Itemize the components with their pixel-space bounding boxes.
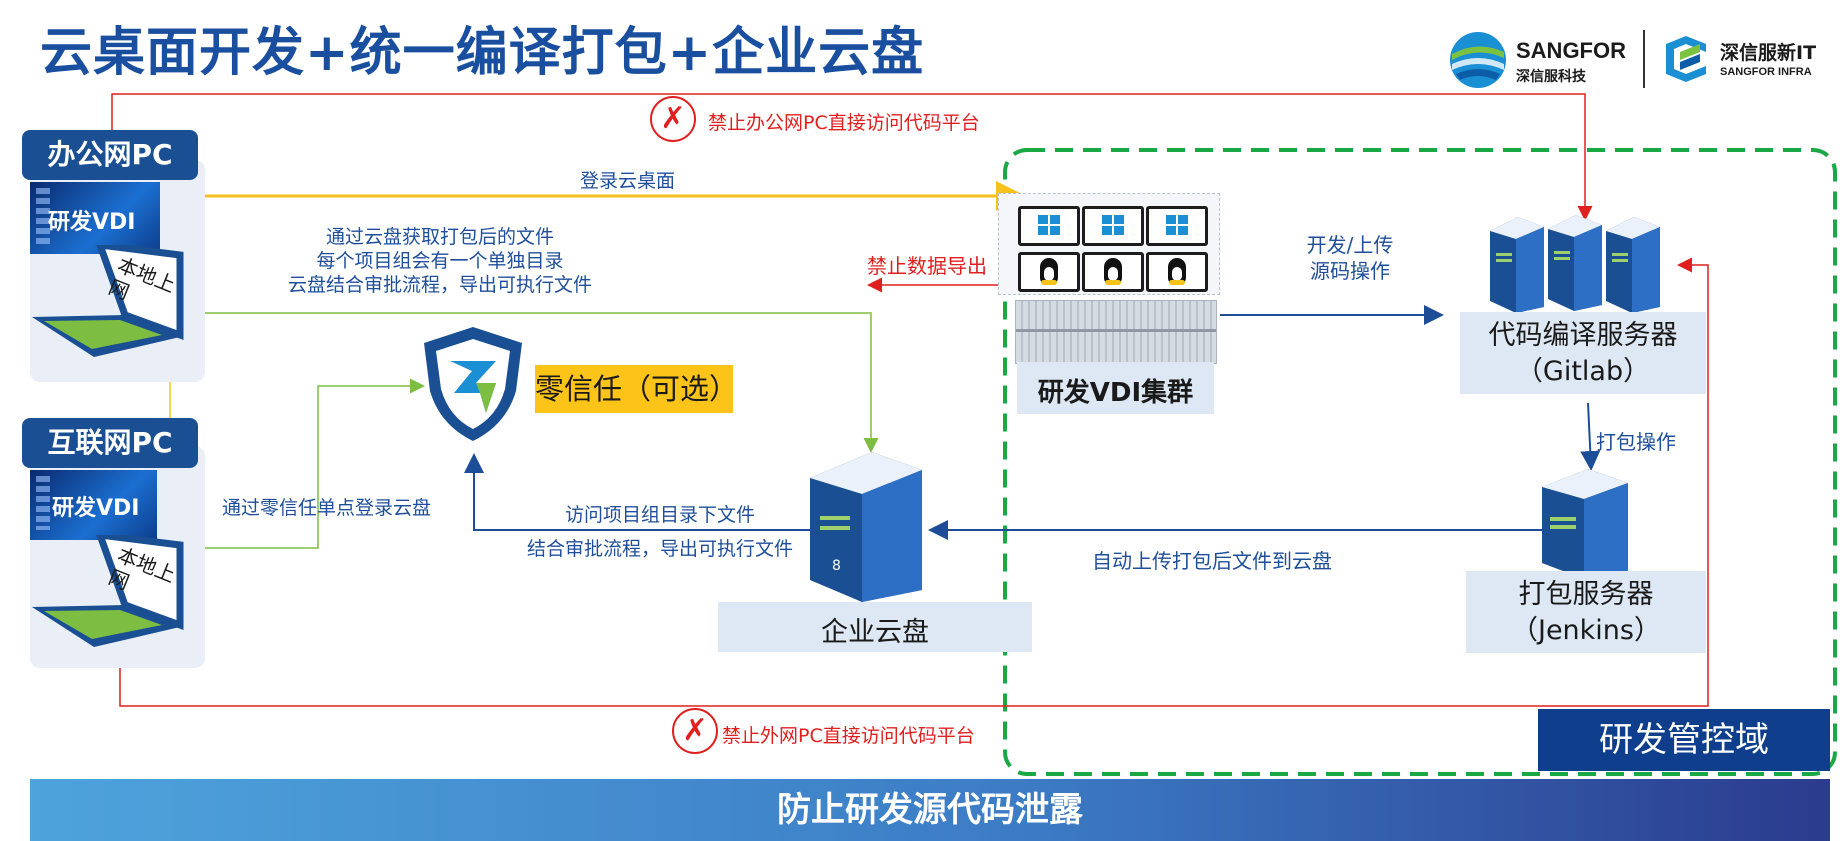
- cloud-get-line: [205, 312, 879, 453]
- internet-laptop-icon: [32, 535, 184, 647]
- internet-vdi-label: 研发VDI: [52, 496, 140, 521]
- vdi-taskbar-icons: [36, 476, 50, 530]
- windows-monitor-icon: [1018, 206, 1080, 246]
- linux-monitor-icon: [1018, 252, 1080, 292]
- internet-pc-label: 互联网PC: [22, 418, 198, 468]
- packaging-server-name: 打包服务器: [1518, 579, 1654, 610]
- infra-brand: 深信服新IT: [1720, 42, 1817, 64]
- access-dir-text: 访问项目组目录下文件 结合审批流程，导出可执行文件: [510, 498, 810, 566]
- code-server-name: 代码编译服务器: [1488, 320, 1678, 351]
- deny-internet-line: [119, 257, 1709, 707]
- login-desktop-text: 登录云桌面: [580, 170, 676, 192]
- zero-trust-label: 零信任（可选）: [535, 365, 738, 413]
- vdi-taskbar-icons: [36, 188, 50, 244]
- deny-internet-text: 禁止外网PC直接访问代码平台: [722, 725, 975, 747]
- package-op-text: 打包操作: [1596, 430, 1676, 454]
- svg-text:8: 8: [832, 558, 841, 574]
- cloud-get-text: 通过云盘获取打包后的文件 每个项目组会有一个单独目录 云盘结合审批流程，导出可执…: [230, 225, 650, 297]
- packaging-server-label: 打包服务器 （Jenkins）: [1466, 577, 1706, 649]
- access-dir-line-1: 访问项目组目录下文件: [564, 504, 755, 526]
- sangfor-logo: SANGFOR 深信服科技: [1448, 30, 1643, 90]
- page-title: 云桌面开发+统一编译打包+企业云盘: [40, 23, 925, 83]
- zero-trust-shield-icon: [424, 327, 522, 441]
- deny-internet-icon: ✗: [672, 708, 718, 754]
- access-dir-line: [464, 453, 810, 531]
- windows-monitor-icon: [1082, 206, 1144, 246]
- linux-monitor-icon: [1082, 252, 1144, 292]
- no-export-text: 禁止数据导出: [867, 254, 987, 278]
- linux-monitor-icon: [1146, 252, 1208, 292]
- deny-office-line: [111, 93, 1593, 221]
- vdi-cluster-label-box: [1017, 362, 1214, 414]
- zt-login-line: [205, 378, 425, 549]
- code-server-label: 代码编译服务器 （Gitlab）: [1460, 318, 1706, 390]
- infra-sub: SANGFOR INFRA: [1720, 66, 1812, 78]
- deny-office-icon: ✗: [650, 96, 696, 142]
- cloud-get-line-2: 每个项目组会有一个单独目录: [316, 250, 564, 272]
- control-zone-border: [1003, 148, 1837, 776]
- dev-upload-line-1: 开发/上传: [1306, 233, 1394, 257]
- code-server-icon: [1490, 215, 1660, 313]
- cloud-get-line-1: 通过云盘获取打包后的文件: [325, 226, 554, 248]
- cloud-disk-server-icon: 8: [810, 452, 922, 602]
- code-server-label-box: [1460, 312, 1706, 394]
- auto-upload-text: 自动上传打包后文件到云盘: [1092, 549, 1332, 573]
- infra-logo-icon: [1666, 36, 1706, 82]
- office-vdi-screen[interactable]: 研发VDI: [30, 182, 160, 254]
- control-domain-label: 研发管控域: [1538, 709, 1830, 771]
- vdi-server-rack-icon: [1015, 300, 1217, 364]
- bottom-banner: 防止研发源代码泄露: [30, 779, 1830, 841]
- office-vdi-label: 研发VDI: [48, 210, 136, 235]
- code-server-sub: （Gitlab）: [1515, 356, 1651, 387]
- office-laptop-icon: [32, 245, 184, 357]
- cloud-disk-label: 企业云盘: [821, 617, 929, 648]
- dev-upload-text: 开发/上传 源码操作: [1290, 232, 1410, 284]
- sangfor-sub: 深信服科技: [1516, 69, 1586, 85]
- deny-office-text: 禁止办公网PC直接访问代码平台: [708, 112, 980, 134]
- package-op-arrow: [1580, 402, 1601, 471]
- packaging-server-icon: [1542, 469, 1628, 579]
- vdi-cluster-label: 研发VDI集群: [1037, 378, 1194, 408]
- zt-login-text: 通过零信任单点登录云盘: [222, 497, 432, 519]
- access-dir-line-2: 结合审批流程，导出可执行文件: [526, 538, 793, 560]
- vdi-monitor-grid: [1010, 200, 1210, 292]
- windows-monitor-icon: [1146, 206, 1208, 246]
- packaging-server-label-box: [1466, 571, 1706, 653]
- sangfor-globe-icon: [1450, 32, 1506, 88]
- sangfor-infra-logo: 深信服新IT SANGFOR INFRA: [1660, 30, 1835, 90]
- logo-divider: [1643, 30, 1645, 88]
- sangfor-brand: SANGFOR: [1516, 38, 1626, 63]
- internet-vdi-screen[interactable]: 研发VDI: [30, 470, 157, 540]
- cloud-get-line-3: 云盘结合审批流程，导出可执行文件: [287, 274, 592, 296]
- packaging-server-sub: （Jenkins）: [1510, 615, 1661, 646]
- cloud-disk-label-box: [718, 602, 1032, 652]
- office-pc-label: 办公网PC: [22, 130, 198, 180]
- dev-upload-line-2: 源码操作: [1310, 259, 1390, 283]
